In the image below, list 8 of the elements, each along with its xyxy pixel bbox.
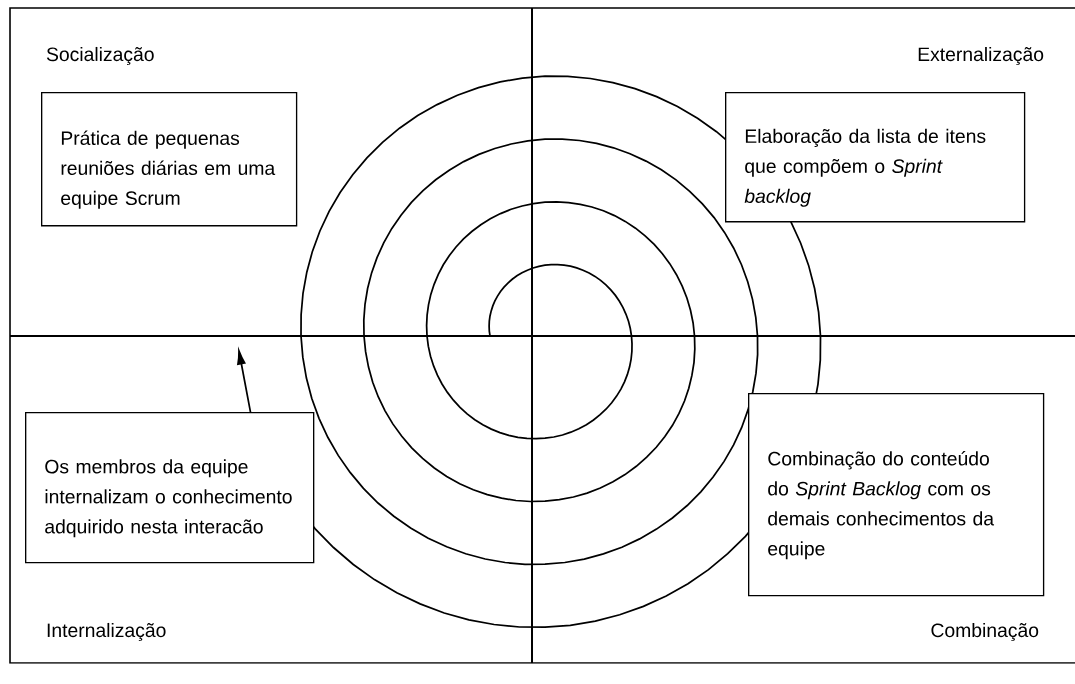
quadrant-label: Internalização bbox=[47, 622, 166, 642]
quadrant-label: Externalização bbox=[918, 46, 1044, 66]
text-box: Os membros da equipe internalizam o conhecimento adquirido nesta interacão bbox=[25, 412, 315, 564]
text-box: Prática de pequenas reuniões diárias em uma equipe Scrum bbox=[41, 92, 298, 227]
quadrant-label: Combinação bbox=[931, 622, 1039, 642]
text-box: Combinação do conteúdo do Sprint Backlog com os demais conhecimentos da equipe bbox=[748, 393, 1045, 597]
text-box: Elaboração da lista de itens que compõem o Sprint backlog bbox=[725, 92, 1026, 223]
quadrant-label: Socialização bbox=[46, 46, 154, 66]
